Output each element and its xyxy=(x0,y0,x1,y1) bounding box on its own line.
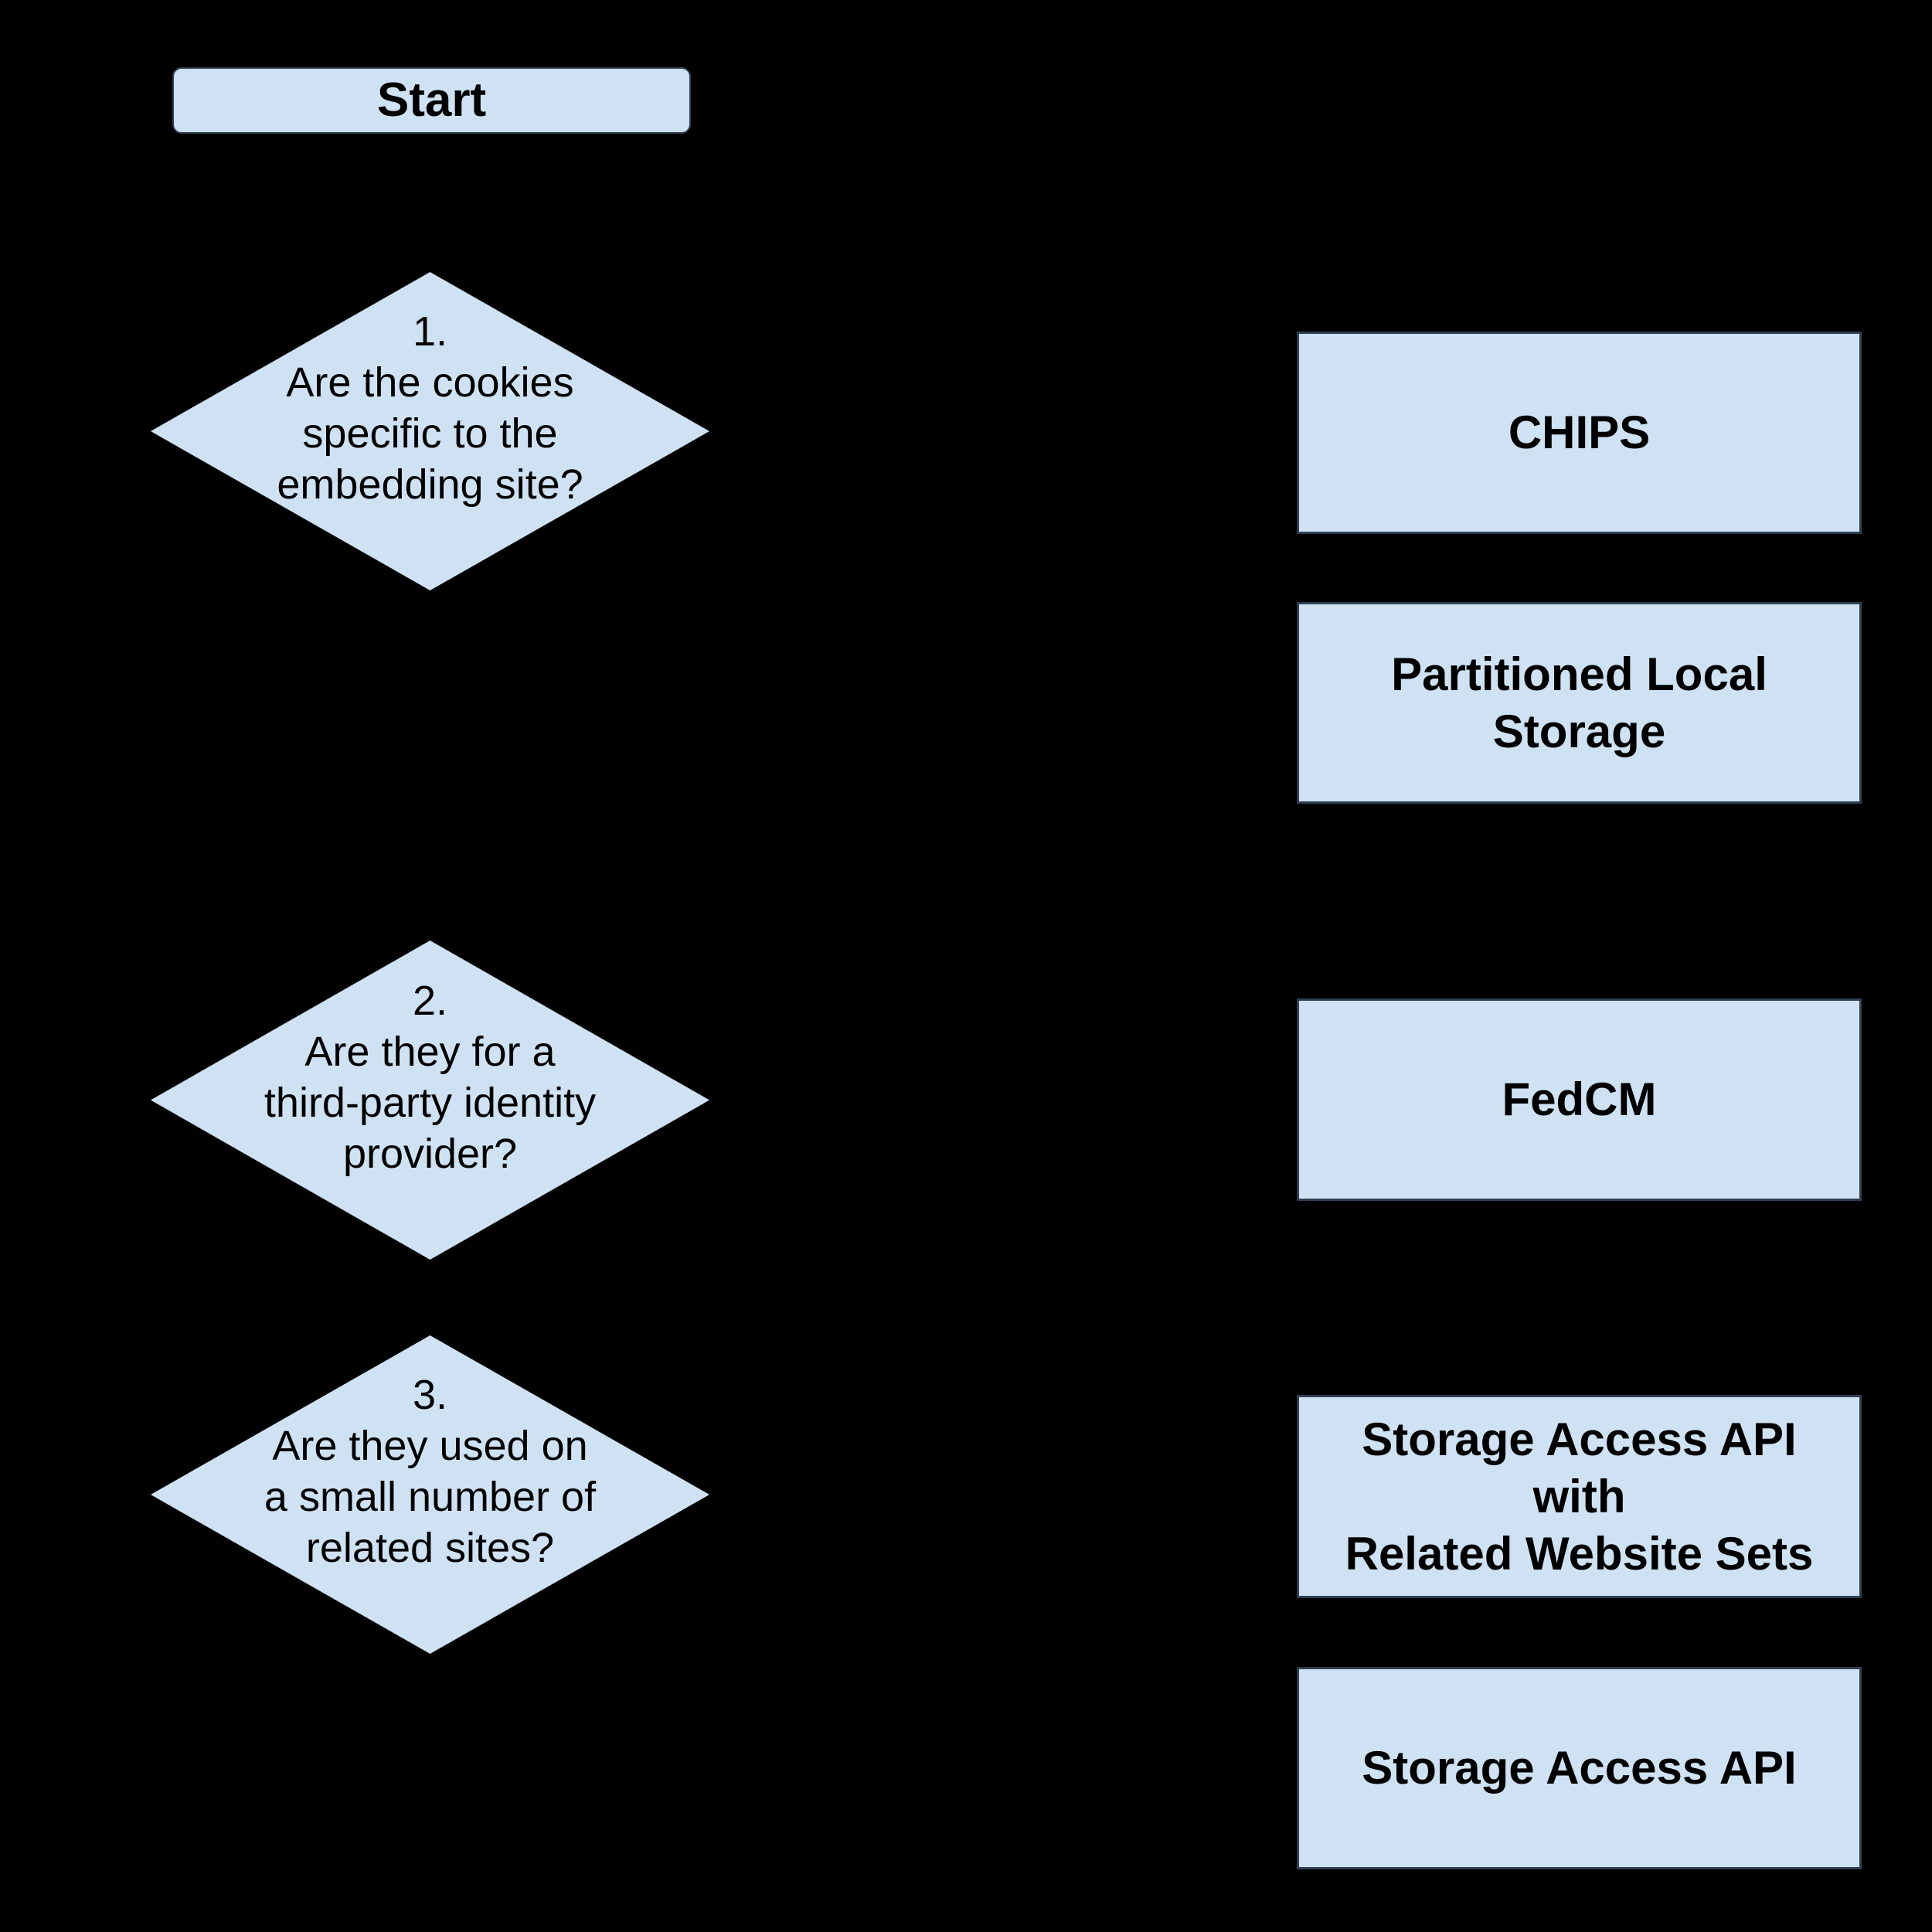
outcome-storage-access-api-rws-box: Storage Access API with Related Website … xyxy=(1297,1395,1862,1598)
decision-3-related-sites-diamond: 3. Are they used on a small number of re… xyxy=(151,1335,709,1654)
decision-1-label: 1. Are the cookies specific to the embed… xyxy=(277,308,583,508)
outcome-chips-box: CHIPS xyxy=(1297,332,1862,534)
outcome-partitioned-local-storage-box: Partitioned Local Storage xyxy=(1297,602,1862,804)
outcome-fedcm-label: FedCM xyxy=(1502,1073,1657,1125)
outcome-storage-access-api-box: Storage Access API xyxy=(1297,1667,1862,1869)
outcome-storage-access-api-rws-label: Storage Access API with Related Website … xyxy=(1345,1413,1814,1580)
decision-1-cookies-specific-diamond: 1. Are the cookies specific to the embed… xyxy=(151,272,709,590)
outcome-fedcm-box: FedCM xyxy=(1297,998,1862,1201)
outcome-partitioned-local-storage-label: Partitioned Local Storage xyxy=(1391,648,1767,757)
outcome-chips-label: CHIPS xyxy=(1508,406,1651,458)
start-label: Start xyxy=(376,73,487,127)
decision-3-label: 3. Are they used on a small number of re… xyxy=(264,1372,597,1571)
decision-2-label: 2. Are they for a third-party identity p… xyxy=(264,977,597,1177)
start-node: Start xyxy=(172,67,691,134)
decision-2-identity-provider-diamond: 2. Are they for a third-party identity p… xyxy=(151,940,709,1260)
outcome-storage-access-api-label: Storage Access API xyxy=(1362,1742,1797,1794)
